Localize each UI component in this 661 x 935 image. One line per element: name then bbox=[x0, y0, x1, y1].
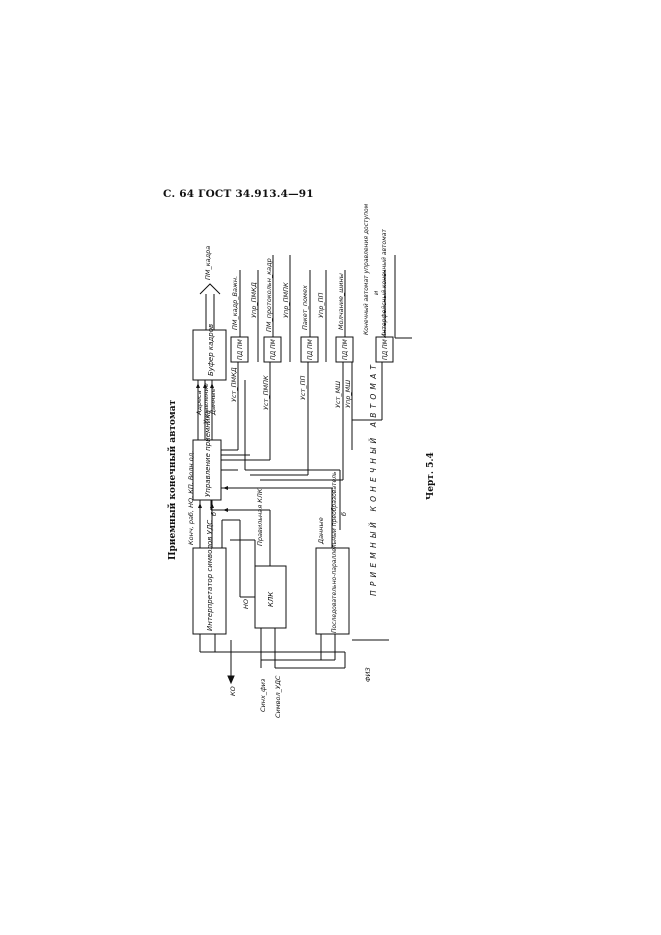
buffer-label: Буфер кадров bbox=[207, 324, 215, 376]
pd-label-4: ПД ПМ bbox=[342, 338, 349, 360]
pd-label-5: ПД ПМ bbox=[382, 338, 389, 360]
signal-no: НО bbox=[242, 599, 250, 609]
signal-address: Адреса bbox=[195, 390, 203, 416]
signal-fsm-access: Конечный автомат управления доступом bbox=[363, 203, 370, 335]
pd-label-3: ПД ПМ bbox=[307, 338, 314, 360]
signal-and: и bbox=[372, 291, 380, 295]
interpreter-label: Интерпретатор символов УДС bbox=[206, 520, 214, 631]
klk-label: КЛК bbox=[267, 591, 275, 607]
pd-label-1: ПД ПМ bbox=[237, 338, 244, 360]
signal-upr-pmkd: Упр_ПМКД bbox=[250, 282, 258, 318]
signal-upr-pmpk: Упр_ПМПК bbox=[282, 282, 290, 318]
page-header: С. 64 ГОСТ 34.913.4—91 bbox=[163, 188, 314, 200]
signal-ust-pmpk: Уст_ПМПК bbox=[262, 375, 270, 410]
control-label: Управление приемника bbox=[204, 410, 212, 497]
signal-ust-mshch: Уст_МШ bbox=[334, 381, 342, 408]
signal-control: Управление bbox=[202, 383, 210, 424]
signal-b1: б bbox=[210, 512, 218, 516]
signal-pm-kadra: ПМ_кадра bbox=[204, 246, 212, 280]
buffer-block bbox=[192, 329, 227, 381]
signal-fiz: ФИЗ bbox=[364, 667, 372, 682]
signal-data-out: Данные bbox=[209, 388, 217, 416]
signal-molchanie: Молчание_шины bbox=[337, 273, 345, 330]
signal-pm-protokol: ПМ_протокольн_кадр bbox=[265, 258, 273, 332]
signal-b2: б bbox=[340, 512, 348, 516]
pd-label-2: ПД ПМ bbox=[270, 338, 277, 360]
signal-correct: Правильная КЛК bbox=[256, 488, 264, 546]
signal-pm-kadr-vazhny: ПМ_кадр_Важн. bbox=[231, 276, 239, 330]
converter-label: Последовательно-параллельный преобразова… bbox=[331, 471, 338, 633]
interpreter-block bbox=[192, 547, 227, 635]
bottom-label: ПРИЕМНЫЙ КОНЕЧНЫЙ АВТОМАТ bbox=[369, 361, 378, 596]
signal-symbol: Символ_УДС bbox=[274, 675, 282, 718]
diagram-title: Приемный конечный автомат bbox=[167, 399, 178, 560]
signal-ust-pmkd: Уст_ПМКД bbox=[230, 367, 238, 402]
signal-top-group: Конч, раб, НО, КП, Волн од. bbox=[187, 451, 195, 545]
signal-data: Данные bbox=[317, 517, 325, 545]
signal-fsm-interface: Интерфейсный конечный автомат bbox=[381, 229, 388, 338]
signal-upr-mshch: Упр_МШ bbox=[344, 380, 352, 408]
signal-sync: Синх_физ bbox=[259, 678, 267, 712]
signal-ko: КО bbox=[229, 686, 237, 696]
signal-upr-pp: Упр_ПП bbox=[317, 293, 325, 318]
figure-caption: Черт. 5.4 bbox=[426, 452, 436, 500]
signal-paket-pomekh: Пакет_помех bbox=[301, 285, 309, 330]
signal-ust-pp: Уст_ПП bbox=[299, 376, 307, 400]
